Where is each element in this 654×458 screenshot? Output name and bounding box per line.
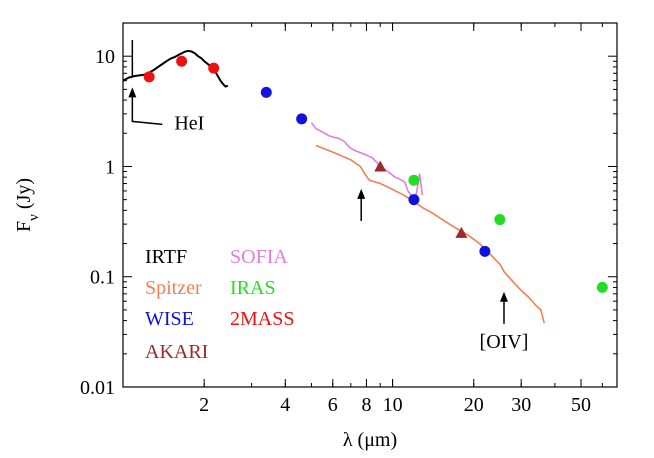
x-tick-label: 8 xyxy=(361,394,371,416)
axis-ticks: 2 4 6 8 10 20 30 50 10 1 0.1 0.01 xyxy=(80,22,617,416)
x-tick-label: 2 xyxy=(199,394,209,416)
x-tick-label: 10 xyxy=(383,394,403,416)
y-tick-label: 10 xyxy=(95,46,115,68)
legend-item-irtf: IRTF xyxy=(145,246,187,268)
legend: IRTF SOFIA Spitzer IRAS WISE 2MASS AKARI xyxy=(145,246,294,363)
y-tick-label: 1 xyxy=(105,156,115,178)
point-akari xyxy=(455,226,468,238)
plot-frame xyxy=(122,22,618,388)
annotation-arrowhead xyxy=(128,87,137,98)
annotation-label: HeI xyxy=(174,112,204,134)
legend-item-wise: WISE xyxy=(145,308,194,330)
point-wise xyxy=(296,113,308,125)
x-tick-label: 4 xyxy=(280,394,290,416)
annotations: HeI [OIV] xyxy=(128,40,528,353)
spectrum-sofia xyxy=(310,122,424,206)
point-wise xyxy=(408,194,420,206)
point-2mass xyxy=(176,55,188,67)
y-tick-label: 0.1 xyxy=(90,267,115,289)
point-wise xyxy=(260,86,272,98)
x-tick-label: 50 xyxy=(571,394,591,416)
photometry-points xyxy=(143,55,608,293)
y-tick-label: 0.01 xyxy=(80,377,115,399)
legend-item-2mass: 2MASS xyxy=(230,308,294,330)
annotation-leader xyxy=(131,119,163,126)
legend-item-spitzer: Spitzer xyxy=(145,277,202,299)
point-akari xyxy=(374,160,387,172)
annotation-arrowhead xyxy=(499,291,508,302)
legend-item-akari: AKARI xyxy=(145,341,208,363)
y-axis-title: Fν (Jy) xyxy=(13,178,42,232)
point-iras xyxy=(596,281,608,293)
point-iras xyxy=(494,214,506,226)
point-2mass xyxy=(208,62,220,74)
x-tick-label: 30 xyxy=(511,394,531,416)
x-tick-label: 6 xyxy=(328,394,338,416)
point-wise xyxy=(479,245,491,257)
point-iras xyxy=(408,174,420,186)
spectrum-spitzer xyxy=(315,144,545,324)
x-axis-title: λ (μm) xyxy=(343,429,397,451)
x-tick-label: 20 xyxy=(464,394,484,416)
legend-item-sofia: SOFIA xyxy=(230,246,288,268)
annotation-label: [OIV] xyxy=(480,331,529,353)
legend-item-iras: IRAS xyxy=(230,277,276,299)
point-2mass xyxy=(143,71,155,83)
annotation-arrowhead xyxy=(357,188,366,199)
